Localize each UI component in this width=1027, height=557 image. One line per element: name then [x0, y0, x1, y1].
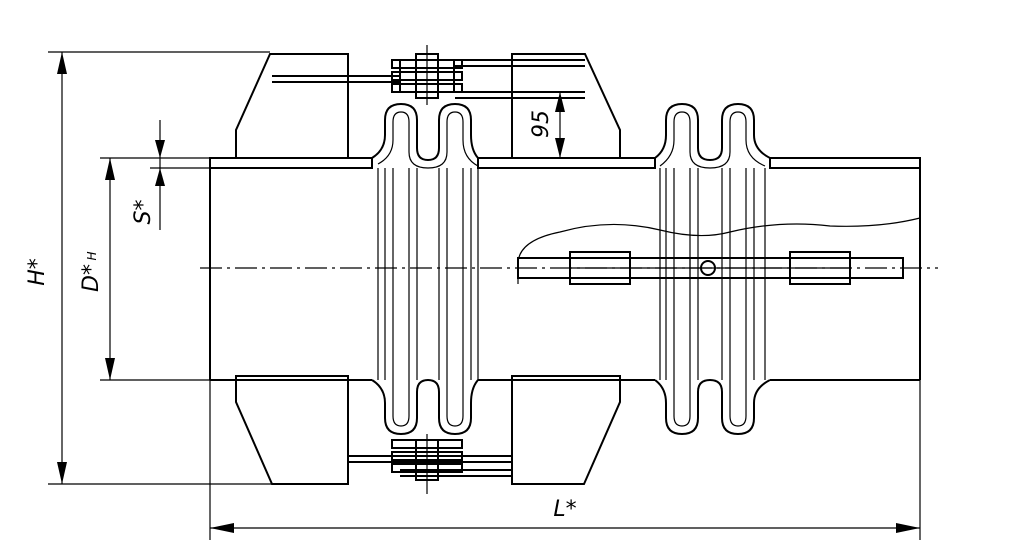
- top-left-bracket: [235, 53, 400, 158]
- dimension-s: S*: [131, 120, 210, 230]
- dimension-d: D* H: [79, 157, 236, 381]
- dimension-label-h: H*: [25, 258, 50, 286]
- left-bellows: [371, 102, 479, 436]
- dimension-h: H*: [25, 51, 272, 485]
- bottom-hinge-assembly: [348, 434, 512, 494]
- top-right-bracket: [455, 53, 621, 158]
- cutaway-tie-rod: [517, 217, 921, 285]
- pipe-wall-section: [209, 157, 921, 169]
- dimension-95: 95: [529, 92, 565, 158]
- right-bellows: [654, 102, 771, 436]
- pipe-body: [209, 158, 921, 381]
- dimension-label-d-subscript: H: [85, 251, 99, 260]
- bottom-right-bracket: [511, 375, 621, 485]
- top-hinge-assembly: [391, 45, 463, 105]
- dimension-l: L*: [209, 380, 921, 540]
- dimension-label-s: S*: [131, 200, 156, 225]
- dimension-label-d: D*: [79, 264, 104, 292]
- dimension-label-l: L*: [553, 497, 576, 522]
- dimension-label-95: 95: [529, 110, 554, 138]
- bottom-left-bracket: [235, 375, 349, 485]
